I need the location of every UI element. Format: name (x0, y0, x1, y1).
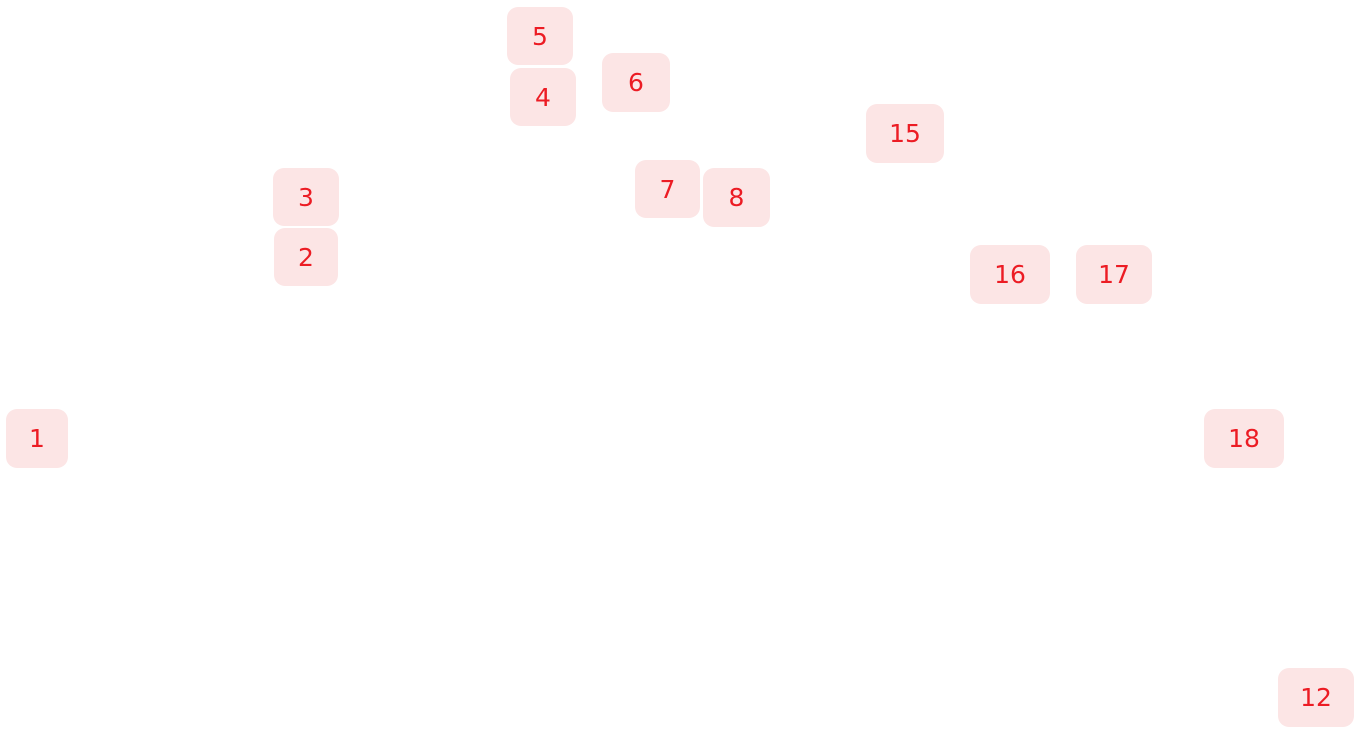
number-tile-12[interactable]: 12 (1278, 668, 1354, 727)
number-tile-1[interactable]: 1 (6, 409, 68, 468)
number-tile-18[interactable]: 18 (1204, 409, 1284, 468)
number-tile-7[interactable]: 7 (635, 160, 700, 218)
number-tile-8[interactable]: 8 (703, 168, 770, 227)
number-tile-6[interactable]: 6 (602, 53, 670, 112)
number-tile-16[interactable]: 16 (970, 245, 1050, 304)
number-tile-3[interactable]: 3 (273, 168, 339, 226)
number-tile-5[interactable]: 5 (507, 7, 573, 65)
number-tile-17[interactable]: 17 (1076, 245, 1152, 304)
number-tile-2[interactable]: 2 (274, 228, 338, 286)
number-tile-4[interactable]: 4 (510, 68, 576, 126)
number-tile-15[interactable]: 15 (866, 104, 944, 163)
